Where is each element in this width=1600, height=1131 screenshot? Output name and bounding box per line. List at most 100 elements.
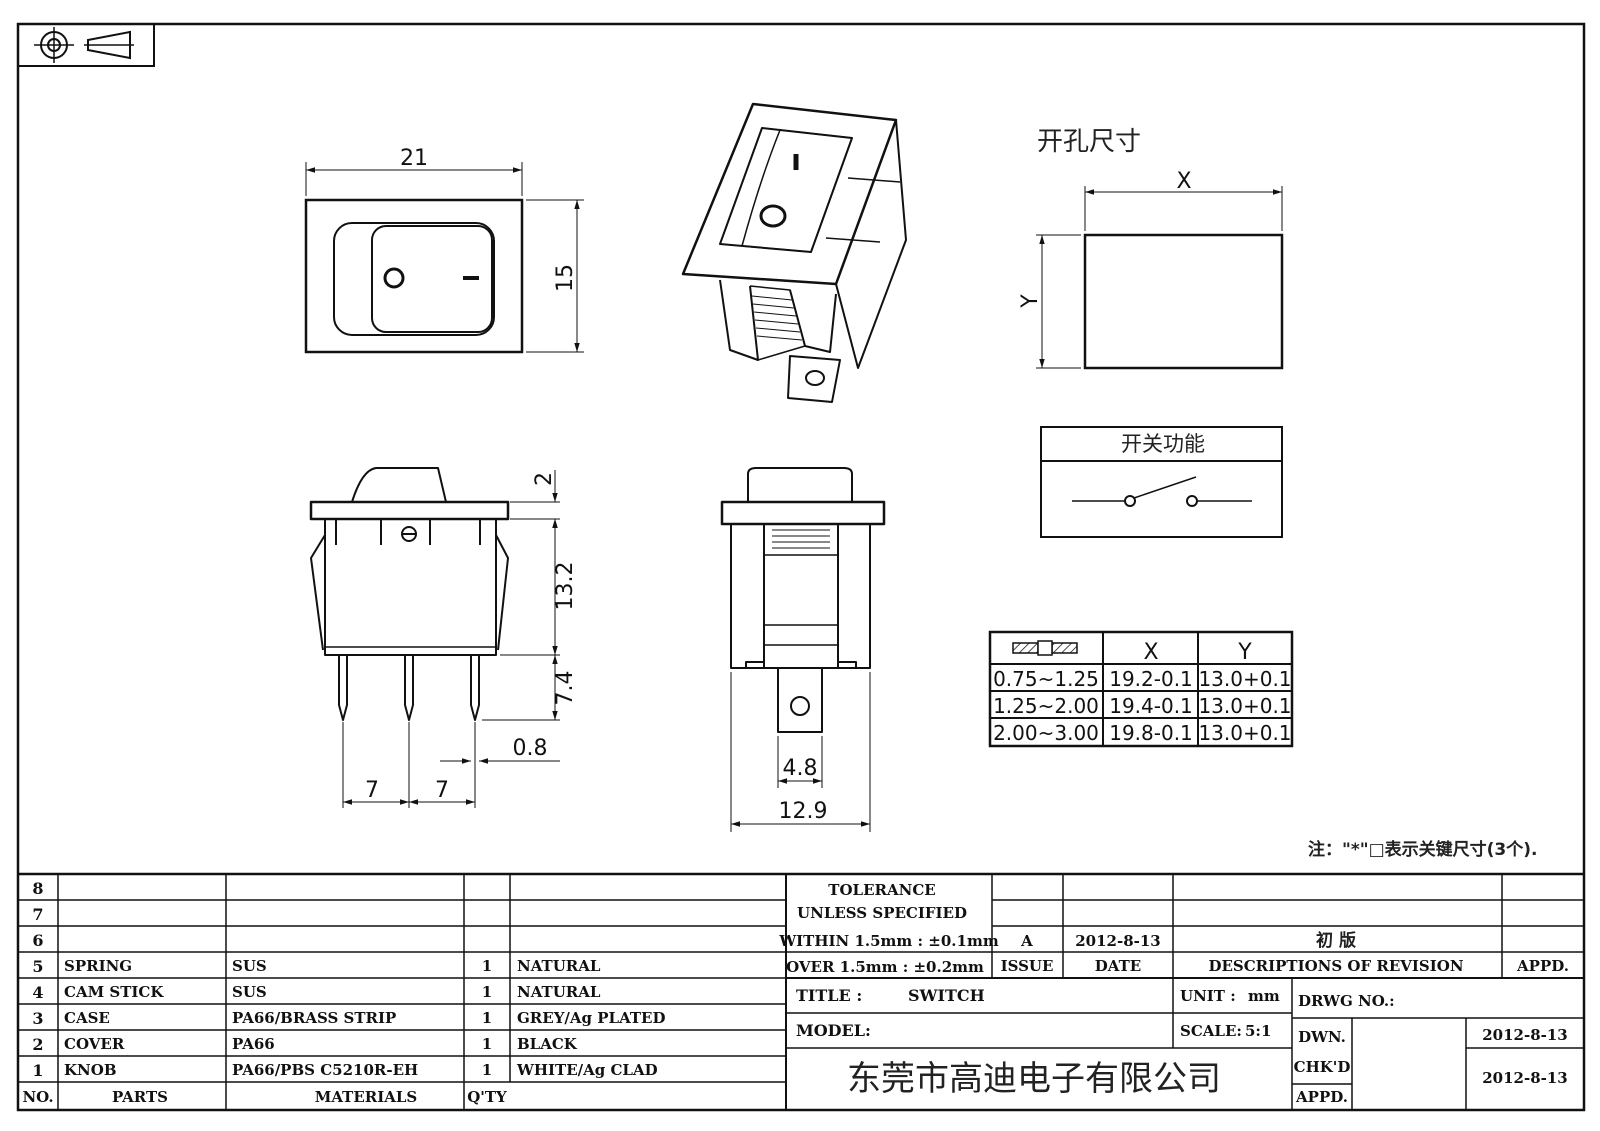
issue-label: ISSUE [1001, 957, 1054, 975]
unit-value: mm [1248, 987, 1280, 1005]
thickness-cell: 19.8-0.1 [1109, 721, 1193, 745]
thickness-cell: 13.0+0.1 [1198, 694, 1291, 718]
title-appd-label: APPD. [1295, 1088, 1348, 1106]
revision-description: 初 版 [1316, 930, 1356, 951]
end-view [720, 467, 886, 832]
chkd-date: 2012-8-13 [1482, 1069, 1568, 1087]
tolerance-line: OVER 1.5mm : ±0.2mm [786, 958, 984, 976]
part-finish: GREY/Ag PLATED [517, 1009, 666, 1027]
part-qty: 1 [482, 1035, 492, 1053]
parts-header-row: NO. PARTS MATERIALS Q'TY [22, 1088, 507, 1106]
sheet-border [16, 22, 1586, 1112]
part-qty: 1 [482, 983, 492, 1001]
part-name: KNOB [64, 1061, 117, 1079]
date-label: DATE [1095, 957, 1141, 975]
title-block: TITLE : SWITCH UNIT : mm DRWG NO.: MODEL… [796, 986, 1568, 1106]
part-qty: 1 [482, 957, 492, 975]
cutout-title: 开孔尺寸 [1037, 127, 1141, 157]
appd-label: APPD. [1516, 957, 1569, 975]
dim-pin-width: 0.8 [513, 736, 548, 761]
projection-symbol-icon [17, 23, 155, 67]
isometric-view [681, 102, 907, 403]
thickness-cell: 1.25~2.00 [993, 694, 1099, 718]
title-value: SWITCH [908, 986, 985, 1005]
part-name: CASE [64, 1009, 110, 1027]
part-qty: 1 [482, 1061, 492, 1079]
thickness-cell: 13.0+0.1 [1198, 667, 1291, 691]
side-view [309, 467, 560, 808]
parts-list: 8 7 6 5 SPRING SUS 1 NATURAL 4 CAM STICK… [22, 879, 665, 1106]
cutout-x-label: X [1176, 169, 1191, 194]
tolerance-line: WITHIN 1.5mm : ±0.1mm [778, 932, 999, 950]
table-row: 4 CAM STICK SUS 1 NATURAL [32, 983, 600, 1002]
table-row: 2 COVER PA66 1 BLACK [32, 1035, 577, 1054]
header-parts: PARTS [112, 1088, 168, 1106]
part-name: CAM STICK [64, 983, 164, 1001]
thickness-header-y: Y [1237, 640, 1252, 665]
header-no: NO. [22, 1088, 53, 1106]
company-name: 东莞市高迪电子有限公司 [847, 1059, 1221, 1099]
title-block-grid [18, 872, 1584, 1110]
dim-pin-length: 7.4 [553, 671, 578, 706]
top-view [304, 162, 584, 354]
title-label: TITLE : [796, 986, 862, 1005]
part-no: 6 [32, 931, 43, 950]
dwn-date: 2012-8-13 [1482, 1026, 1568, 1044]
dim-pin-pitch-left: 7 [365, 778, 379, 803]
part-no: 1 [32, 1061, 43, 1080]
thickness-header-x: X [1143, 640, 1158, 665]
dwn-label: DWN. [1298, 1028, 1346, 1046]
tolerance-line: UNLESS SPECIFIED [797, 904, 967, 922]
part-finish: WHITE/Ag CLAD [516, 1061, 658, 1079]
dim-body-height: 13.2 [553, 562, 578, 611]
part-finish: NATURAL [517, 983, 601, 1001]
table-row: 7 [32, 905, 43, 924]
thickness-cell: 19.4-0.1 [1109, 694, 1193, 718]
table-row: 8 [32, 879, 43, 898]
thickness-cell: 13.0+0.1 [1198, 721, 1291, 745]
part-no: 3 [32, 1009, 43, 1028]
part-no: 5 [32, 957, 43, 976]
revision-issue: A [1020, 932, 1033, 950]
part-no: 8 [32, 879, 43, 898]
thickness-cell: 0.75~1.25 [993, 667, 1099, 691]
part-finish: NATURAL [517, 957, 601, 975]
panel-thickness-icon [1012, 640, 1078, 656]
table-row: 3 CASE PA66/BRASS STRIP 1 GREY/Ag PLATED [32, 1009, 665, 1028]
part-material: PA66 [232, 1035, 275, 1053]
part-no: 7 [32, 905, 43, 924]
model-label: MODEL: [796, 1021, 871, 1040]
function-box-title: 开关功能 [1121, 432, 1205, 456]
dim-top-height: 15 [553, 264, 578, 292]
thickness-table [988, 630, 1294, 748]
dim-top-width: 21 [400, 146, 428, 171]
cutout-y-label: Y [1018, 294, 1043, 309]
tolerance-line: TOLERANCE [828, 881, 935, 899]
part-material: SUS [232, 957, 267, 975]
part-no: 4 [32, 983, 43, 1002]
function-box [1040, 426, 1283, 538]
thickness-table-cells: 0.75~1.25 19.2-0.1 13.0+0.1 1.25~2.00 19… [993, 667, 1291, 745]
header-qty: Q'TY [467, 1088, 507, 1106]
table-row: 5 SPRING SUS 1 NATURAL [32, 957, 600, 976]
table-row: 6 [32, 931, 43, 950]
desc-label: DESCRIPTIONS OF REVISION [1208, 957, 1463, 975]
dim-terminal-width: 4.8 [783, 756, 818, 781]
thickness-cell: 19.2-0.1 [1109, 667, 1193, 691]
chkd-label: CHK'D [1294, 1058, 1351, 1076]
header-materials: MATERIALS [315, 1088, 418, 1106]
part-material: PA66/PBS C5210R-EH [232, 1061, 418, 1079]
drwg-label: DRWG NO.: [1298, 992, 1395, 1010]
dim-knob-rise: 2 [532, 472, 557, 486]
cutout-view [1036, 186, 1284, 370]
unit-label: UNIT : [1180, 987, 1236, 1005]
part-material: SUS [232, 983, 267, 1001]
part-no: 2 [32, 1035, 43, 1054]
tolerance-block: TOLERANCE UNLESS SPECIFIED WITHIN 1.5mm … [778, 881, 999, 976]
part-qty: 1 [482, 1009, 492, 1027]
scale-label: SCALE: [1180, 1022, 1242, 1040]
part-name: COVER [64, 1035, 125, 1053]
dim-pin-pitch-right: 7 [435, 778, 449, 803]
thickness-cell: 2.00~3.00 [993, 721, 1099, 745]
